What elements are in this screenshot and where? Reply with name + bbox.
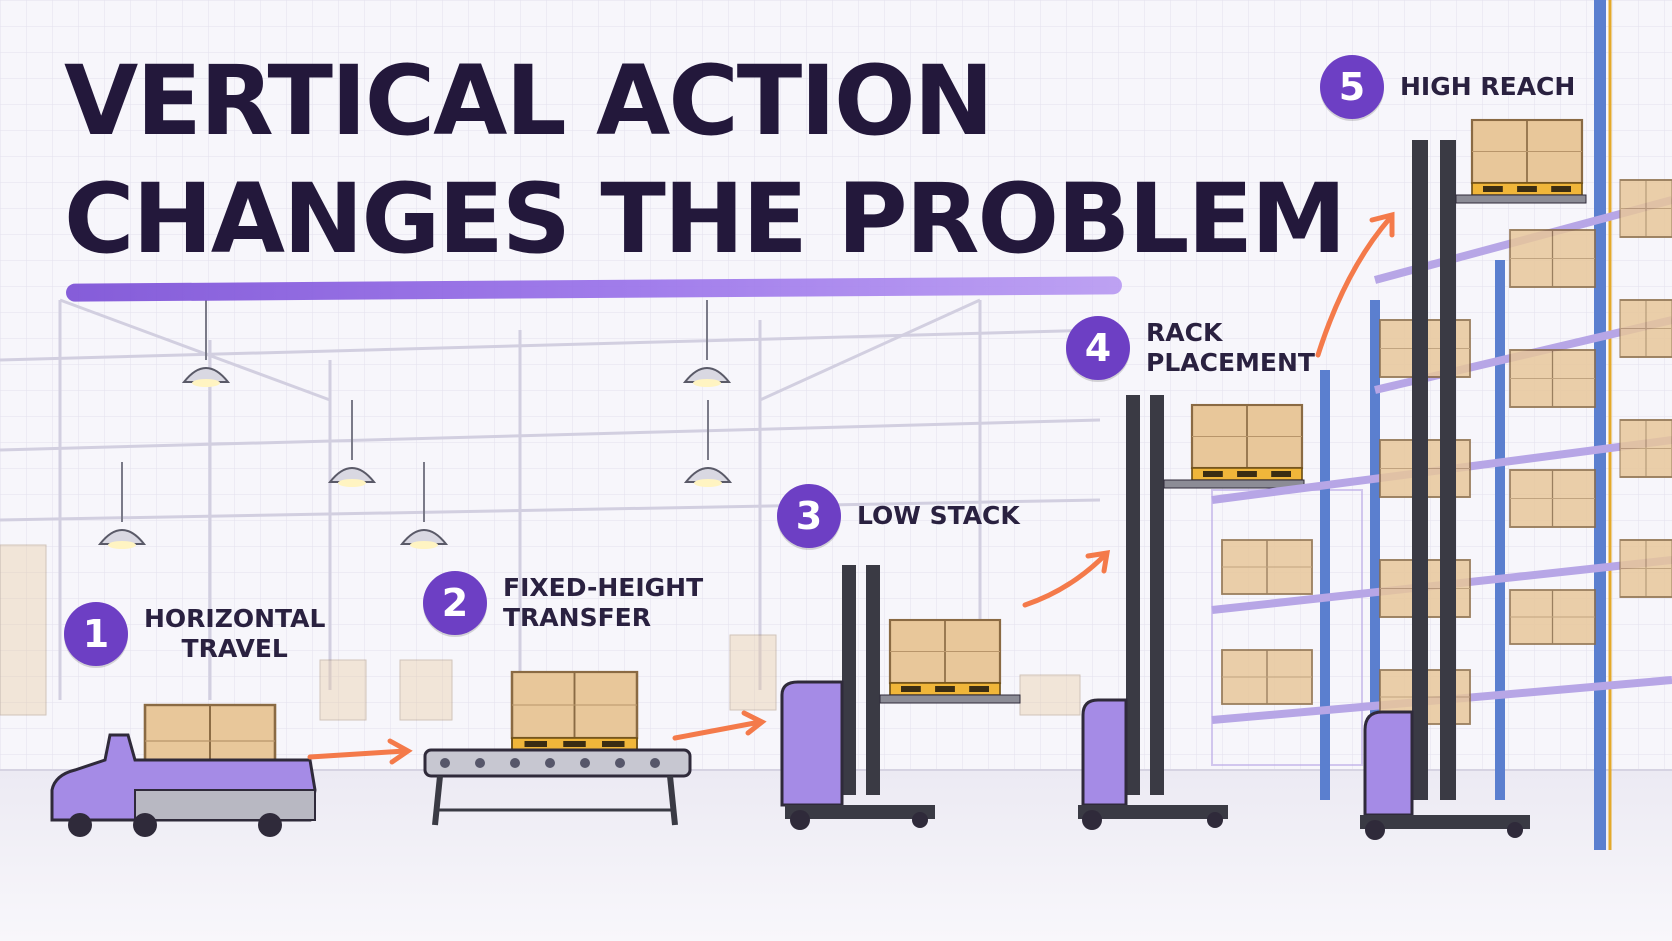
step-number-badge: 3	[777, 484, 841, 548]
title-line-2: CHANGES THE PROBLEM	[64, 163, 1347, 275]
arrow-icon	[307, 738, 413, 765]
background-boxes	[0, 544, 1081, 721]
step-label: RACK PLACEMENT	[1146, 318, 1315, 377]
page-title: VERTICAL ACTION CHANGES THE PROBLEM	[64, 42, 1347, 278]
step-number-badge: 5	[1320, 55, 1384, 119]
low-stacker-machine	[780, 565, 1021, 830]
step-label: FIXED-HEIGHT TRANSFER	[503, 573, 704, 632]
step-1-horizontal-travel: 1 HORIZONTAL TRAVEL	[64, 602, 325, 666]
step-2-fixed-height-transfer: 2 FIXED-HEIGHT TRANSFER	[423, 571, 703, 635]
step-number-badge: 2	[423, 571, 487, 635]
step-number-badge: 1	[64, 602, 128, 666]
step-label: HIGH REACH	[1400, 72, 1576, 101]
reach-truck-machine	[1078, 395, 1305, 830]
step-label: HORIZONTAL TRAVEL	[144, 604, 326, 663]
arrow-icon	[1315, 211, 1395, 358]
high-reach-machine	[1360, 118, 1587, 840]
conveyor-machine	[423, 670, 692, 826]
title-line-1: VERTICAL ACTION	[64, 45, 994, 157]
arrow-icon	[1022, 549, 1111, 608]
step-4-rack-placement: 4 RACK PLACEMENT	[1066, 316, 1315, 380]
arrow-icon	[672, 710, 767, 741]
step-number-badge: 4	[1066, 316, 1130, 380]
step-3-low-stack: 3 LOW STACK	[777, 484, 1020, 548]
step-5-high-reach: 5 HIGH REACH	[1320, 55, 1575, 119]
step-label: LOW STACK	[857, 501, 1020, 530]
agv-machine	[50, 703, 317, 837]
